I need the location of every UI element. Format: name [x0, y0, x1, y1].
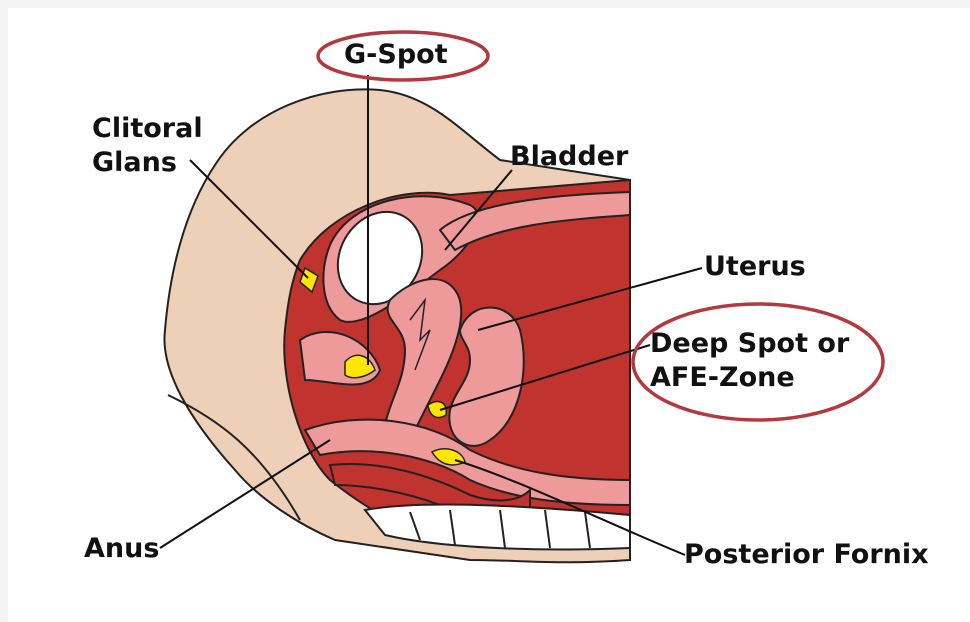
bladder-label: Bladder: [510, 140, 628, 174]
uterus-label: Uterus: [704, 250, 806, 284]
deep-spot-line1: Deep Spot or: [650, 327, 849, 361]
posterior-fornix-label: Posterior Fornix: [684, 538, 929, 572]
clitoral-glans-label: Clitoral Glans: [92, 112, 203, 180]
deep-spot-line2: AFE-Zone: [650, 361, 849, 395]
g-spot-label: G-Spot: [344, 38, 448, 72]
anus-label: Anus: [84, 532, 159, 566]
clitoral-glans-line1: Clitoral: [92, 112, 203, 146]
clitoral-glans-line2: Glans: [92, 146, 203, 180]
deep-spot-label: Deep Spot or AFE-Zone: [650, 327, 849, 395]
